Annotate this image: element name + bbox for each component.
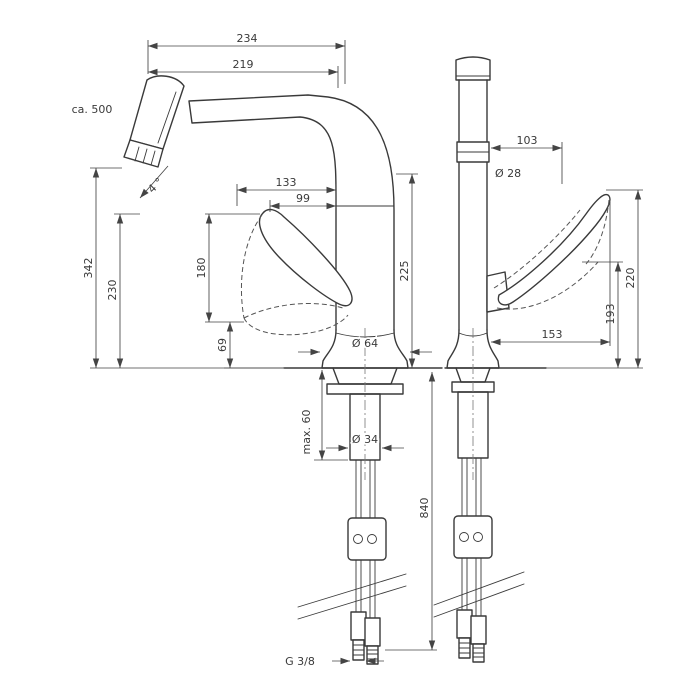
- dim-label-d34: Ø 34: [352, 433, 378, 446]
- dim-label-342: 342: [82, 258, 95, 279]
- dim-label-193: 193: [604, 304, 617, 325]
- dim-label-103: 103: [517, 134, 538, 147]
- dim-label-pullout: ca. 500: [72, 103, 113, 116]
- dimensions-front-view: 103 Ø 28 220 193 153: [491, 134, 643, 369]
- dim-label-225: 225: [398, 261, 411, 282]
- dim-label-153: 153: [542, 328, 563, 341]
- dim-label-133: 133: [276, 176, 297, 189]
- front-view: [433, 56, 611, 663]
- side-view: [123, 75, 443, 665]
- dim-label-220: 220: [624, 268, 637, 289]
- dim-label-69: 69: [216, 338, 229, 352]
- dim-label-219: 219: [233, 58, 254, 71]
- dim-label-180: 180: [195, 258, 208, 279]
- dim-label-840: 840: [418, 498, 431, 519]
- dim-label-234: 234: [237, 32, 258, 45]
- dimensions-side-view: 234 219 ca. 500 4 ° 342 230 133 99 180 6…: [72, 32, 437, 670]
- dim-label-max60: max. 60: [300, 410, 313, 455]
- dim-label-230: 230: [106, 280, 119, 301]
- dim-label-d28: Ø 28: [495, 167, 521, 180]
- dim-label-thread: G 3/8: [285, 655, 315, 668]
- dim-label-99: 99: [296, 192, 310, 205]
- dim-label-d64: Ø 64: [352, 337, 378, 350]
- dim-label-angle: 4 °: [145, 175, 166, 196]
